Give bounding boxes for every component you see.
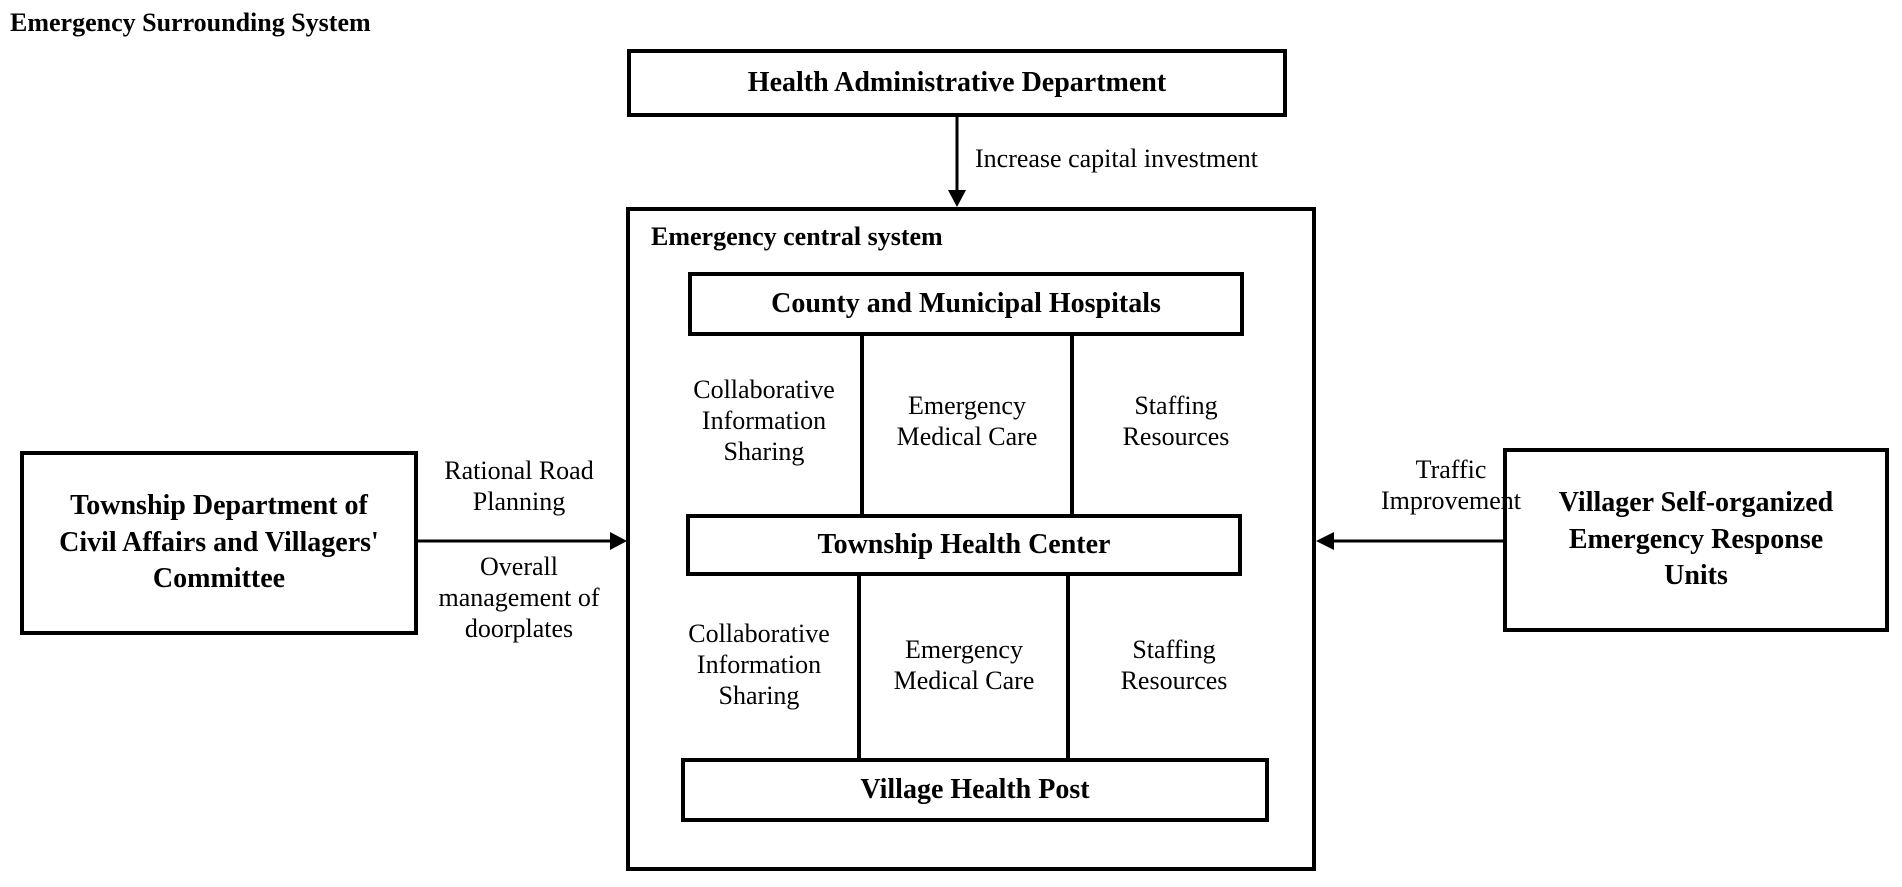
township-health-center-box: Township Health Center [686, 514, 1242, 576]
emergency-central-system-container [626, 207, 1316, 871]
capital-investment-label: Increase capital investment [975, 144, 1258, 173]
village-health-post-box: Village Health Post [681, 758, 1269, 822]
county-municipal-hospitals-box: County and Municipal Hospitals [688, 272, 1244, 336]
lower-emergency-medical-care: Emergency Medical Care [893, 635, 1035, 696]
outer-title: Emergency Surrounding System [10, 8, 371, 37]
left-arrow-head [610, 532, 627, 550]
lower-divider-right [1066, 576, 1070, 758]
doorplates-management-label: Overall management of doorplates [438, 552, 600, 644]
upper-divider-right [1070, 336, 1074, 514]
central-system-title: Emergency central system [651, 222, 943, 251]
village-health-post-label: Village Health Post [860, 774, 1090, 805]
right-arrow-head [1316, 532, 1334, 550]
upper-staffing-resources: Staffing Resources [1122, 391, 1230, 452]
upper-divider-left [860, 336, 864, 514]
lower-collaborative-information-sharing: Collaborative Information Sharing [688, 619, 830, 711]
upper-emergency-medical-care: Emergency Medical Care [896, 391, 1038, 452]
township-civil-affairs-box: Township Department of Civil Affairs and… [20, 451, 418, 635]
villager-emergency-units-label: Villager Self-organized Emergency Respon… [1558, 487, 1834, 592]
traffic-improvement-label: Traffic Improvement [1380, 455, 1522, 516]
county-municipal-hospitals-label: County and Municipal Hospitals [771, 288, 1161, 319]
lower-staffing-resources: Staffing Resources [1120, 635, 1228, 696]
township-civil-affairs-label: Township Department of Civil Affairs and… [59, 490, 379, 595]
rational-road-planning-label: Rational Road Planning [444, 456, 594, 517]
township-health-center-label: Township Health Center [817, 529, 1111, 560]
top-arrow-head [948, 190, 966, 207]
health-administrative-department-box: Health Administrative Department [627, 49, 1287, 117]
upper-collaborative-information-sharing: Collaborative Information Sharing [693, 375, 835, 467]
health-administrative-department-label: Health Administrative Department [747, 67, 1167, 98]
lower-divider-left [857, 576, 861, 758]
villager-emergency-units-box: Villager Self-organized Emergency Respon… [1503, 448, 1889, 632]
